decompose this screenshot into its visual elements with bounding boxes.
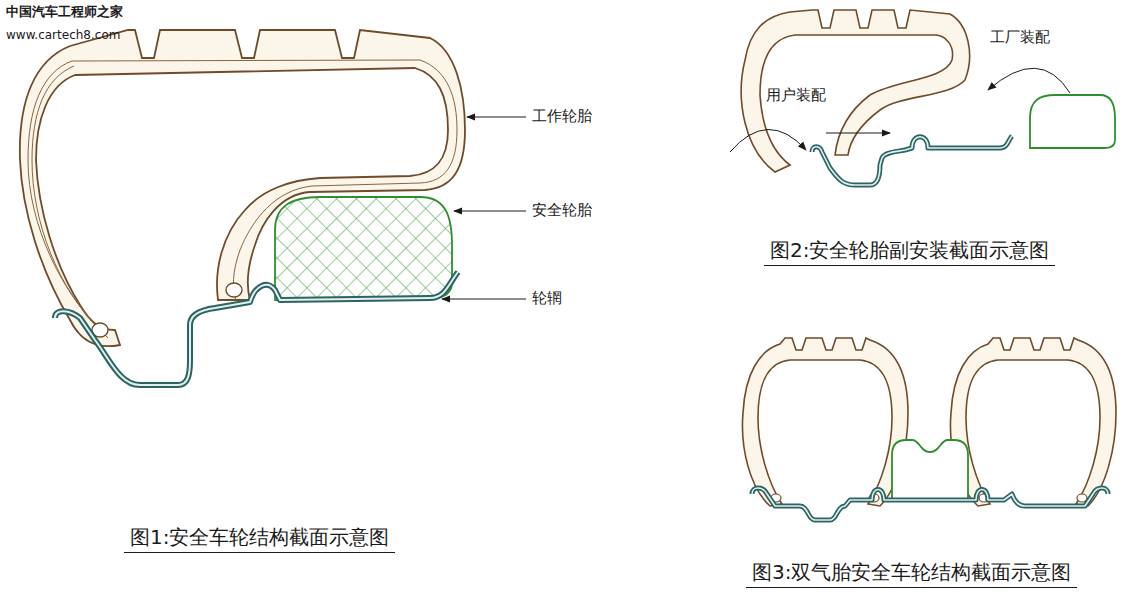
safety-tire <box>1030 95 1115 148</box>
part-name: 轮辋 <box>532 289 562 307</box>
rim <box>55 272 458 385</box>
part-name: 工作轮胎 <box>532 107 592 125</box>
leader-line <box>442 299 526 300</box>
working-tire <box>742 338 908 506</box>
figure-caption: 图2:安全轮胎副安装截面示意图 <box>764 238 1055 266</box>
figure-caption: 图3:双气胎安全车轮结构截面示意图 <box>746 560 1077 588</box>
leader-line <box>454 211 526 212</box>
part-name: 安全轮胎 <box>532 201 592 219</box>
note: 用户装配 <box>766 86 826 104</box>
rim <box>55 272 458 385</box>
assembly-arrow <box>730 129 806 152</box>
safety-tire <box>892 440 968 500</box>
working-tire <box>950 338 1116 506</box>
rim <box>812 136 1012 185</box>
figure-caption: 图1:安全车轮结构截面示意图 <box>124 525 395 553</box>
rim <box>812 136 1012 185</box>
assembly-arrow <box>988 68 1070 93</box>
bead <box>226 283 242 297</box>
assembly-arrow <box>826 133 890 134</box>
rim <box>752 488 1108 520</box>
note: 工厂装配 <box>990 28 1050 46</box>
safety-tire <box>275 197 452 300</box>
watermark: 中国汽车工程师之家 <box>6 4 123 20</box>
watermark: www.cartech8.com <box>6 28 120 42</box>
tire-ply <box>32 66 104 334</box>
leader-line <box>467 117 526 118</box>
rim <box>752 488 1108 520</box>
